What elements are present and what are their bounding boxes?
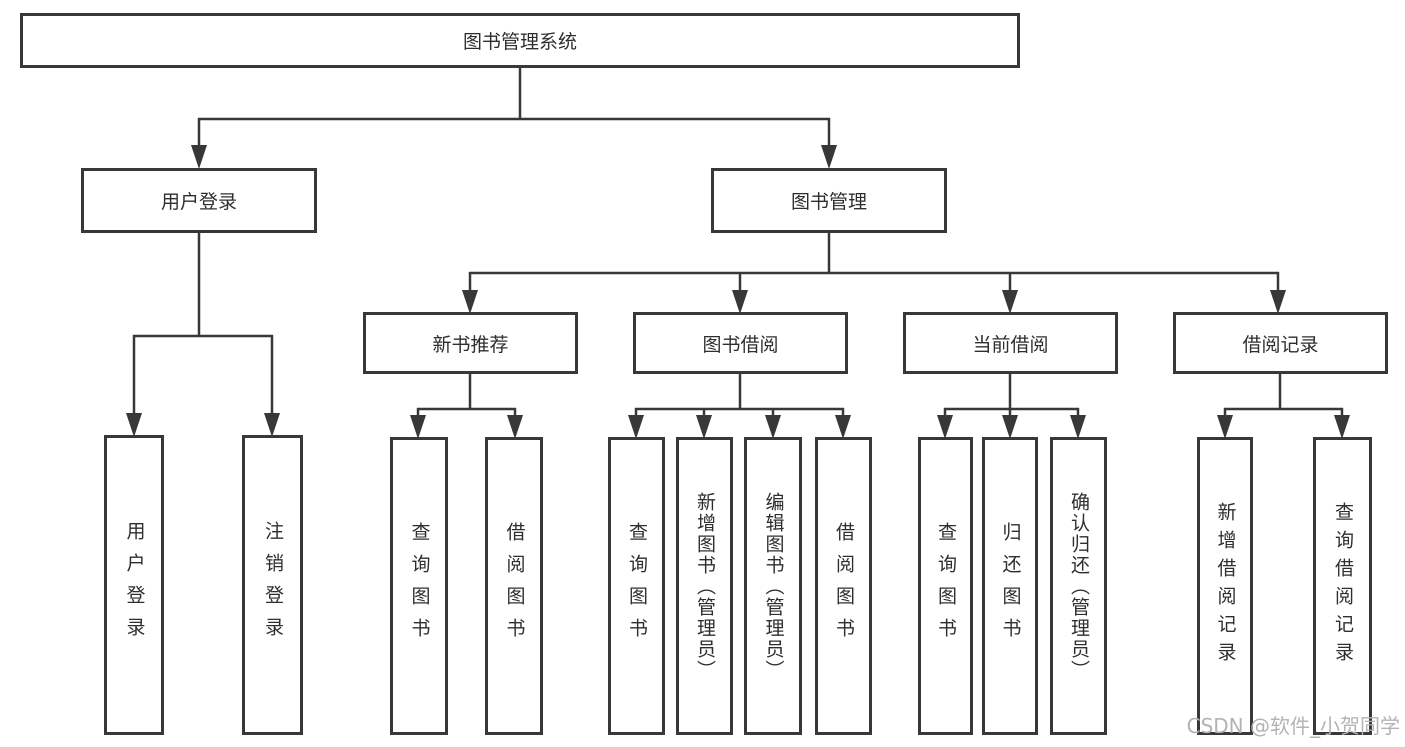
node-current-borrow: 当前借阅: [903, 312, 1118, 374]
arrowhead-br-c2: [1334, 415, 1350, 439]
leaf-confirm-return-admin-label: 确认归还（管理员）: [1068, 491, 1090, 681]
arrowhead-user-login: [191, 145, 207, 169]
node-root-label: 图书管理系统: [462, 31, 577, 53]
node-book-borrow: 图书借阅: [633, 312, 848, 374]
arrowhead-new-books: [462, 290, 478, 314]
node-new-books-label: 新书推荐: [432, 333, 509, 356]
leaf-return-books: 归还图书: [982, 437, 1038, 735]
arrowhead-nb-c1: [410, 415, 426, 439]
arrowhead-cb-c3: [1070, 415, 1086, 439]
node-book-mgmt: 图书管理: [711, 168, 947, 233]
watermark-text: CSDN @软件_小贺同学: [1186, 714, 1400, 738]
leaf-add-books-admin: 新增图书（管理员）: [676, 437, 733, 735]
leaf-borrow-books-borrow: 借阅图书: [815, 437, 872, 735]
arrowhead-cb-c2: [1002, 415, 1018, 439]
leaf-return-books-label: 归还图书: [999, 522, 1022, 650]
leaf-query-books-current-label: 查询图书: [935, 522, 957, 650]
node-book-mgmt-label: 图书管理: [790, 191, 867, 213]
leaf-query-books-borrow: 查询图书: [608, 437, 665, 735]
arrowhead-cb-c1: [937, 415, 953, 439]
node-borrow-records-label: 借阅记录: [1242, 333, 1319, 356]
arrowhead-bb-c1: [628, 415, 644, 439]
node-user-login: 用户登录: [81, 168, 317, 233]
leaf-query-books-borrow-label: 查询图书: [626, 522, 648, 650]
arrowhead-book-borrow: [732, 290, 748, 314]
node-borrow-records: 借阅记录: [1173, 312, 1388, 374]
arrowhead-current-borrow: [1002, 290, 1018, 314]
leaf-borrow-books-newbooks-label: 借阅图书: [503, 522, 526, 650]
leaf-query-borrow-record-label: 查询借阅记录: [1332, 502, 1354, 670]
leaf-add-borrow-record-label: 新增借阅记录: [1214, 502, 1237, 670]
arrowhead-bb-c3: [765, 415, 781, 439]
leaf-query-books-newbooks-label: 查询图书: [408, 522, 431, 650]
arrowhead-book-mgmt: [821, 145, 837, 169]
node-root: 图书管理系统: [20, 13, 1020, 68]
leaf-add-books-admin-label: 新增图书（管理员）: [694, 491, 716, 681]
leaf-confirm-return-admin: 确认归还（管理员）: [1050, 437, 1107, 735]
node-user-login-label: 用户登录: [160, 191, 237, 213]
leaf-user-login-label: 用户登录: [123, 521, 146, 649]
node-current-borrow-label: 当前借阅: [972, 333, 1049, 356]
arrowhead-nb-c2: [507, 415, 523, 439]
leaf-edit-books-admin-label: 编辑图书（管理员）: [762, 491, 785, 681]
arrowhead-bb-c4: [835, 415, 851, 439]
arrowhead-br-c1: [1217, 415, 1233, 439]
node-book-borrow-label: 图书借阅: [702, 333, 779, 356]
arrowhead-leaf-logout: [264, 413, 280, 437]
leaf-query-books-current: 查询图书: [918, 437, 973, 735]
leaf-query-borrow-record: 查询借阅记录: [1313, 437, 1372, 735]
leaf-query-books-newbooks: 查询图书: [390, 437, 448, 735]
leaf-logout-label: 注销登录: [262, 521, 284, 649]
leaf-borrow-books-borrow-label: 借阅图书: [833, 522, 855, 650]
arrowhead-bb-c2: [696, 415, 712, 439]
leaf-logout: 注销登录: [242, 435, 303, 735]
leaf-borrow-books-newbooks: 借阅图书: [485, 437, 543, 735]
leaf-user-login: 用户登录: [104, 435, 164, 735]
node-new-books: 新书推荐: [363, 312, 578, 374]
arrowhead-borrow-records: [1270, 290, 1286, 314]
arrowhead-leaf-login: [126, 413, 142, 437]
leaf-add-borrow-record: 新增借阅记录: [1197, 437, 1253, 735]
leaf-edit-books-admin: 编辑图书（管理员）: [744, 437, 802, 735]
